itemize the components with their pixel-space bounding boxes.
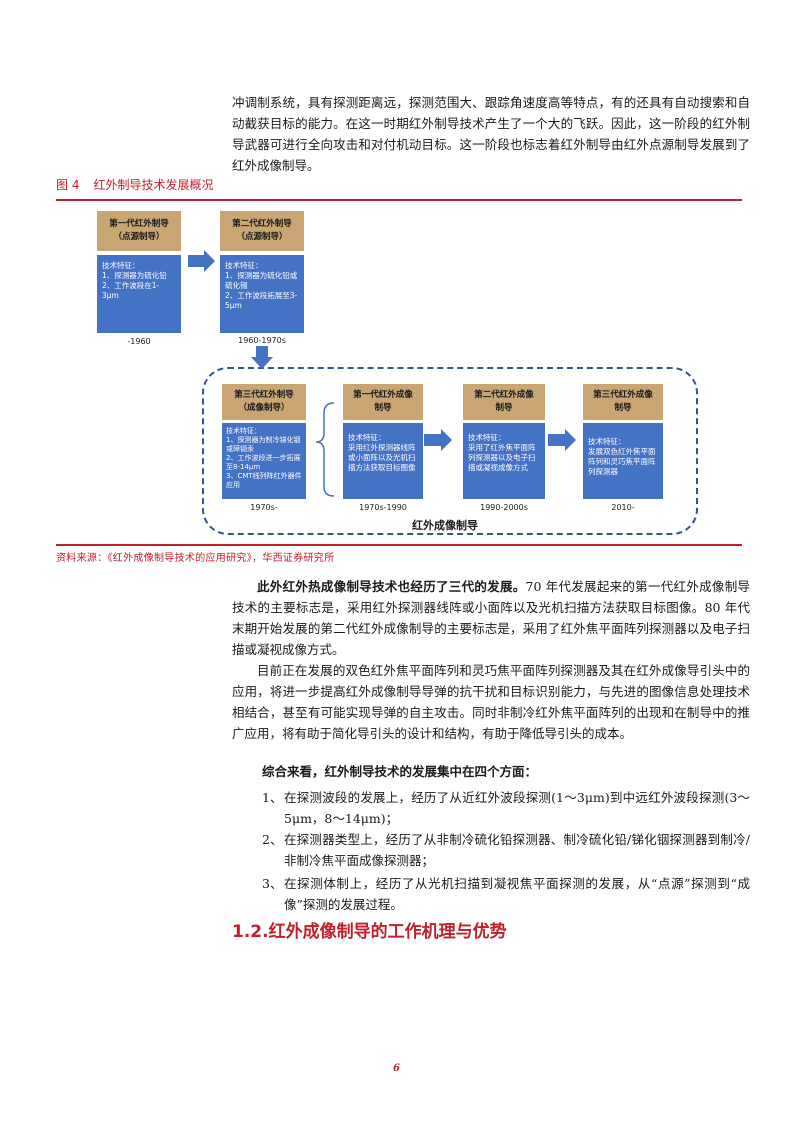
box-6-header: 第三代红外成像 制导 — [583, 384, 663, 420]
imaging-guidance-group-label: 红外成像制导 — [412, 519, 478, 532]
paragraph-3: 目前正在发展的双色红外焦平面阵列和灵巧焦平面阵列探测器及其在红外成像导引头中的应… — [232, 663, 750, 741]
box-1-body: 技术特征： 1、探测器为硫化铅 2、工作波段在1-3μm — [97, 255, 181, 333]
list-text: 在探测波段的发展上，经历了从近红外波段探测(1～3μm)到中远红外波段探测(3～… — [284, 790, 750, 826]
figure-title: 图 4 红外制导技术发展概况 — [56, 176, 213, 193]
figure-source: 资料来源：《红外成像制导技术的应用研究》，华西证券研究所 — [56, 553, 335, 564]
summary-line: 综合来看，红外制导技术的发展集中在四个方面： — [262, 764, 538, 779]
bracket — [315, 402, 335, 497]
list-text: 在探测体制上，经历了从光机扫描到凝视焦平面探测的发展，从“点源”探测到“成像”探… — [284, 876, 750, 912]
section-title: 1.2.红外成像制导的工作机理与优势 — [232, 922, 507, 942]
arrow-right-3 — [548, 429, 576, 451]
box-2-body: 技术特征： 1、探测器为硫化铅或硫化锡 2、工作波段拓展至3-5μm — [220, 255, 304, 333]
box-5-year: 1990-2000s — [480, 503, 528, 512]
box-1-header: 第一代红外制导 （点源制导） — [97, 211, 181, 251]
figure-top-rule — [56, 199, 742, 201]
list-item: 2、 在探测器类型上，经历了从非制冷硫化铅探测器、制冷硫化铅/锑化铟探测器到制冷… — [262, 829, 750, 871]
arrow-right-1 — [188, 250, 215, 272]
list-item: 1、 在探测波段的发展上，经历了从近红外波段探测(1～3μm)到中远红外波段探测… — [262, 787, 750, 829]
box-2-header: 第二代红外制导 （点源制导） — [220, 211, 304, 251]
paragraph-2: 此外红外热成像制导技术也经历了三代的发展。70 年代发展起来的第一代红外成像制导… — [232, 576, 750, 660]
box-4-year: 1970s-1990 — [359, 503, 407, 512]
arrow-down-1 — [251, 346, 273, 369]
box-3-year: 1970s- — [250, 503, 278, 512]
box-3-body: 技术特征： 1、探测器为制冷锑化铟或碲镉汞 2、工作波段进一步拓展至8-14μm… — [222, 423, 306, 499]
list-text: 在探测器类型上，经历了从非制冷硫化铅探测器、制冷硫化铅/锑化铟探测器到制冷/非制… — [284, 832, 750, 868]
box-6-body: 技术特征： 发展双色红外焦平面阵列和灵巧焦平面阵列探测器 — [583, 423, 663, 499]
box-6-year: 2010- — [611, 503, 635, 512]
paragraph-2-body: 70 年代发展起来的第一代红外成像制导技术的主要标志是，采用红外探测器线阵或小面… — [232, 579, 750, 657]
list-index: 3、 — [262, 876, 283, 891]
figure-number: 图 4 — [56, 178, 80, 192]
page-number: 6 — [393, 1063, 400, 1074]
box-2-year: 1960-1970s — [238, 336, 286, 345]
list-index: 2、 — [262, 832, 283, 847]
box-3-header: 第三代红外制导 （成像制导） — [222, 384, 306, 420]
paragraph-2-lead: 此外红外热成像制导技术也经历了三代的发展。 — [257, 579, 526, 594]
figure-bottom-rule — [56, 544, 742, 546]
figure-title-text: 红外制导技术发展概况 — [93, 178, 214, 192]
box-5-body: 技术特征： 采用了红外焦平面阵列探测器以及电子扫描或凝视成像方式 — [463, 423, 545, 499]
list-index: 1、 — [262, 790, 283, 805]
box-1-year: -1960 — [127, 337, 151, 346]
box-4-header: 第一代红外成像 制导 — [343, 384, 423, 420]
arrow-right-2 — [424, 429, 452, 451]
intro-paragraph: 冲调制系统，具有探测距离远，探测范围大、跟踪角速度高等特点，有的还具有自动搜索和… — [232, 95, 750, 173]
list-item: 3、 在探测体制上，经历了从光机扫描到凝视焦平面探测的发展，从“点源”探测到“成… — [262, 873, 750, 915]
box-5-header: 第二代红外成像 制导 — [463, 384, 545, 420]
box-4-body: 技术特征： 采用红外探测器线阵或小面阵以及光机扫描方法获取目标图像 — [343, 423, 423, 499]
imaging-guidance-group — [202, 367, 698, 535]
